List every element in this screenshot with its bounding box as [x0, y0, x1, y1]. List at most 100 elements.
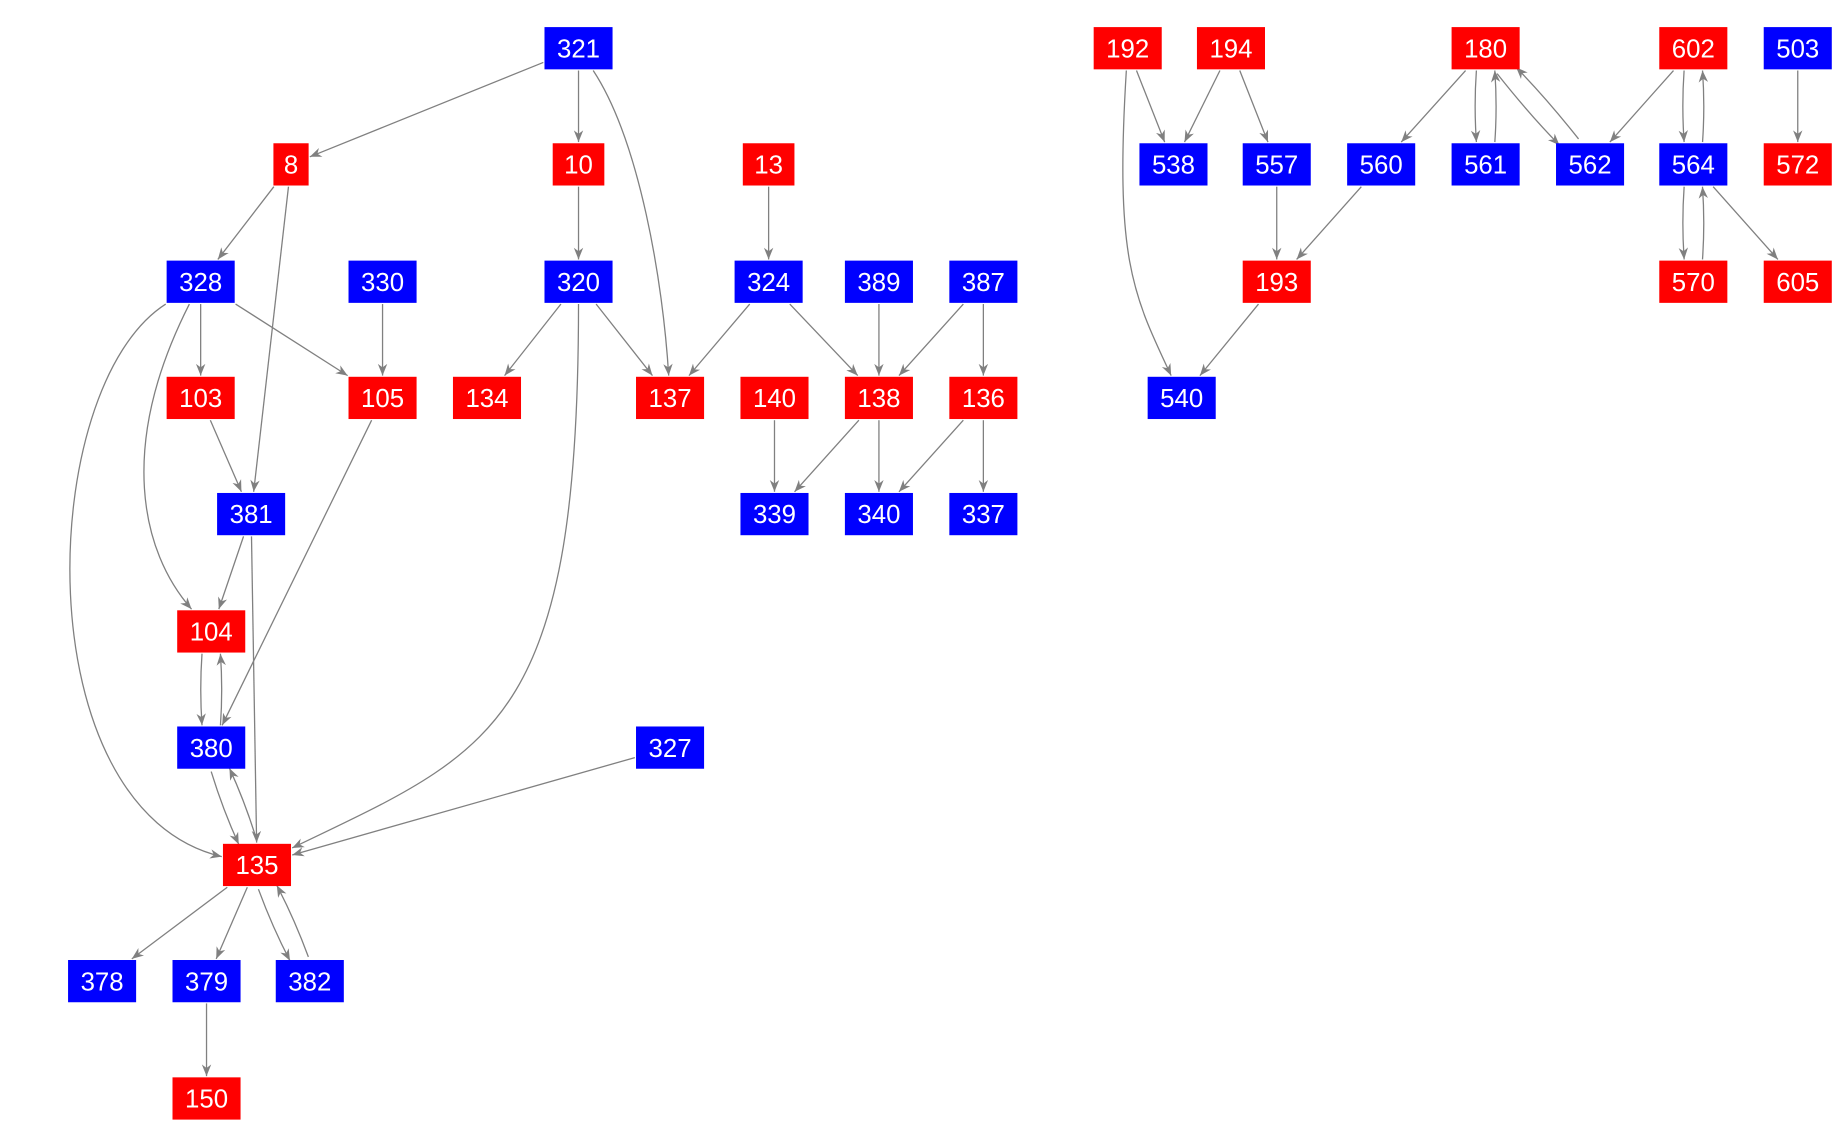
node-box[interactable]	[1451, 143, 1520, 186]
node-box[interactable]	[1242, 260, 1311, 303]
node-box[interactable]	[949, 492, 1018, 536]
node-605[interactable]: 605	[1763, 260, 1832, 303]
node-box[interactable]	[636, 726, 705, 769]
node-box[interactable]	[636, 376, 705, 420]
node-box[interactable]	[166, 376, 235, 420]
node-138[interactable]: 138	[844, 376, 913, 420]
node-box[interactable]	[1196, 27, 1265, 70]
node-135[interactable]: 135	[222, 843, 292, 887]
node-561[interactable]: 561	[1451, 143, 1520, 186]
node-box[interactable]	[1556, 143, 1625, 186]
node-389[interactable]: 389	[844, 260, 913, 303]
edge-381-to-135	[250, 536, 262, 843]
node-140[interactable]: 140	[740, 376, 809, 420]
node-box[interactable]	[452, 376, 522, 420]
node-box[interactable]	[348, 260, 417, 303]
node-180[interactable]: 180	[1451, 27, 1520, 70]
edge-327-to-135	[292, 756, 636, 857]
node-564[interactable]: 564	[1659, 143, 1728, 186]
node-503[interactable]: 503	[1763, 27, 1832, 70]
node-box[interactable]	[1763, 260, 1832, 303]
node-box[interactable]	[544, 27, 613, 70]
node-box[interactable]	[1347, 143, 1416, 186]
node-602[interactable]: 602	[1659, 27, 1728, 70]
node-104[interactable]: 104	[177, 610, 246, 653]
node-box[interactable]	[1093, 27, 1162, 70]
node-box[interactable]	[1451, 27, 1520, 70]
node-105[interactable]: 105	[348, 376, 417, 420]
node-340[interactable]: 340	[844, 492, 913, 536]
node-box[interactable]	[348, 376, 417, 420]
node-321[interactable]: 321	[544, 27, 613, 70]
node-380[interactable]: 380	[177, 726, 246, 769]
node-box[interactable]	[1763, 27, 1832, 70]
node-387[interactable]: 387	[949, 260, 1018, 303]
edge-320-to-137	[595, 303, 653, 377]
node-562[interactable]: 562	[1556, 143, 1625, 186]
node-box[interactable]	[844, 492, 913, 536]
node-box[interactable]	[222, 843, 292, 887]
node-box[interactable]	[1659, 260, 1728, 303]
node-378[interactable]: 378	[68, 960, 137, 1003]
node-box[interactable]	[1139, 143, 1208, 186]
node-box[interactable]	[172, 960, 241, 1003]
node-538[interactable]: 538	[1139, 143, 1208, 186]
node-137[interactable]: 137	[636, 376, 705, 420]
node-13[interactable]: 13	[742, 143, 795, 186]
node-label: 337	[962, 501, 1005, 529]
node-150[interactable]: 150	[172, 1077, 241, 1120]
node-box[interactable]	[273, 143, 309, 186]
node-134[interactable]: 134	[452, 376, 522, 420]
node-557[interactable]: 557	[1242, 143, 1311, 186]
node-572[interactable]: 572	[1763, 143, 1832, 186]
node-box[interactable]	[740, 492, 809, 536]
node-box[interactable]	[177, 610, 246, 653]
node-337[interactable]: 337	[949, 492, 1018, 536]
node-103[interactable]: 103	[166, 376, 235, 420]
node-540[interactable]: 540	[1147, 376, 1216, 420]
edge-103-to-381	[209, 419, 243, 493]
node-box[interactable]	[68, 960, 137, 1003]
node-box[interactable]	[844, 376, 913, 420]
node-box[interactable]	[544, 260, 613, 303]
node-327[interactable]: 327	[636, 726, 705, 769]
node-box[interactable]	[1763, 143, 1832, 186]
node-136[interactable]: 136	[949, 376, 1018, 420]
node-box[interactable]	[949, 260, 1018, 303]
node-570[interactable]: 570	[1659, 260, 1728, 303]
node-box[interactable]	[1242, 143, 1311, 186]
node-10[interactable]: 10	[552, 143, 605, 186]
node-box[interactable]	[217, 492, 286, 536]
node-box[interactable]	[172, 1077, 241, 1120]
edge-564-to-602	[1698, 70, 1709, 143]
node-box[interactable]	[949, 376, 1018, 420]
node-box[interactable]	[1659, 143, 1728, 186]
node-box[interactable]	[1659, 27, 1728, 70]
node-box[interactable]	[734, 260, 803, 303]
node-560[interactable]: 560	[1347, 143, 1416, 186]
node-box[interactable]	[740, 376, 809, 420]
node-box[interactable]	[552, 143, 605, 186]
node-label: 605	[1776, 269, 1819, 297]
node-324[interactable]: 324	[734, 260, 803, 303]
node-box[interactable]	[177, 726, 246, 769]
edge-387-to-138	[898, 303, 964, 377]
node-382[interactable]: 382	[275, 960, 344, 1003]
node-box[interactable]	[742, 143, 795, 186]
node-193[interactable]: 193	[1242, 260, 1311, 303]
node-379[interactable]: 379	[172, 960, 241, 1003]
node-320[interactable]: 320	[544, 260, 613, 303]
node-328[interactable]: 328	[166, 260, 235, 303]
node-label: 324	[747, 269, 790, 297]
node-194[interactable]: 194	[1196, 27, 1265, 70]
node-8[interactable]: 8	[273, 143, 309, 186]
node-label: 135	[235, 852, 278, 880]
node-339[interactable]: 339	[740, 492, 809, 536]
node-box[interactable]	[275, 960, 344, 1003]
node-381[interactable]: 381	[217, 492, 286, 536]
node-192[interactable]: 192	[1093, 27, 1162, 70]
node-330[interactable]: 330	[348, 260, 417, 303]
node-box[interactable]	[166, 260, 235, 303]
node-box[interactable]	[844, 260, 913, 303]
node-box[interactable]	[1147, 376, 1216, 420]
